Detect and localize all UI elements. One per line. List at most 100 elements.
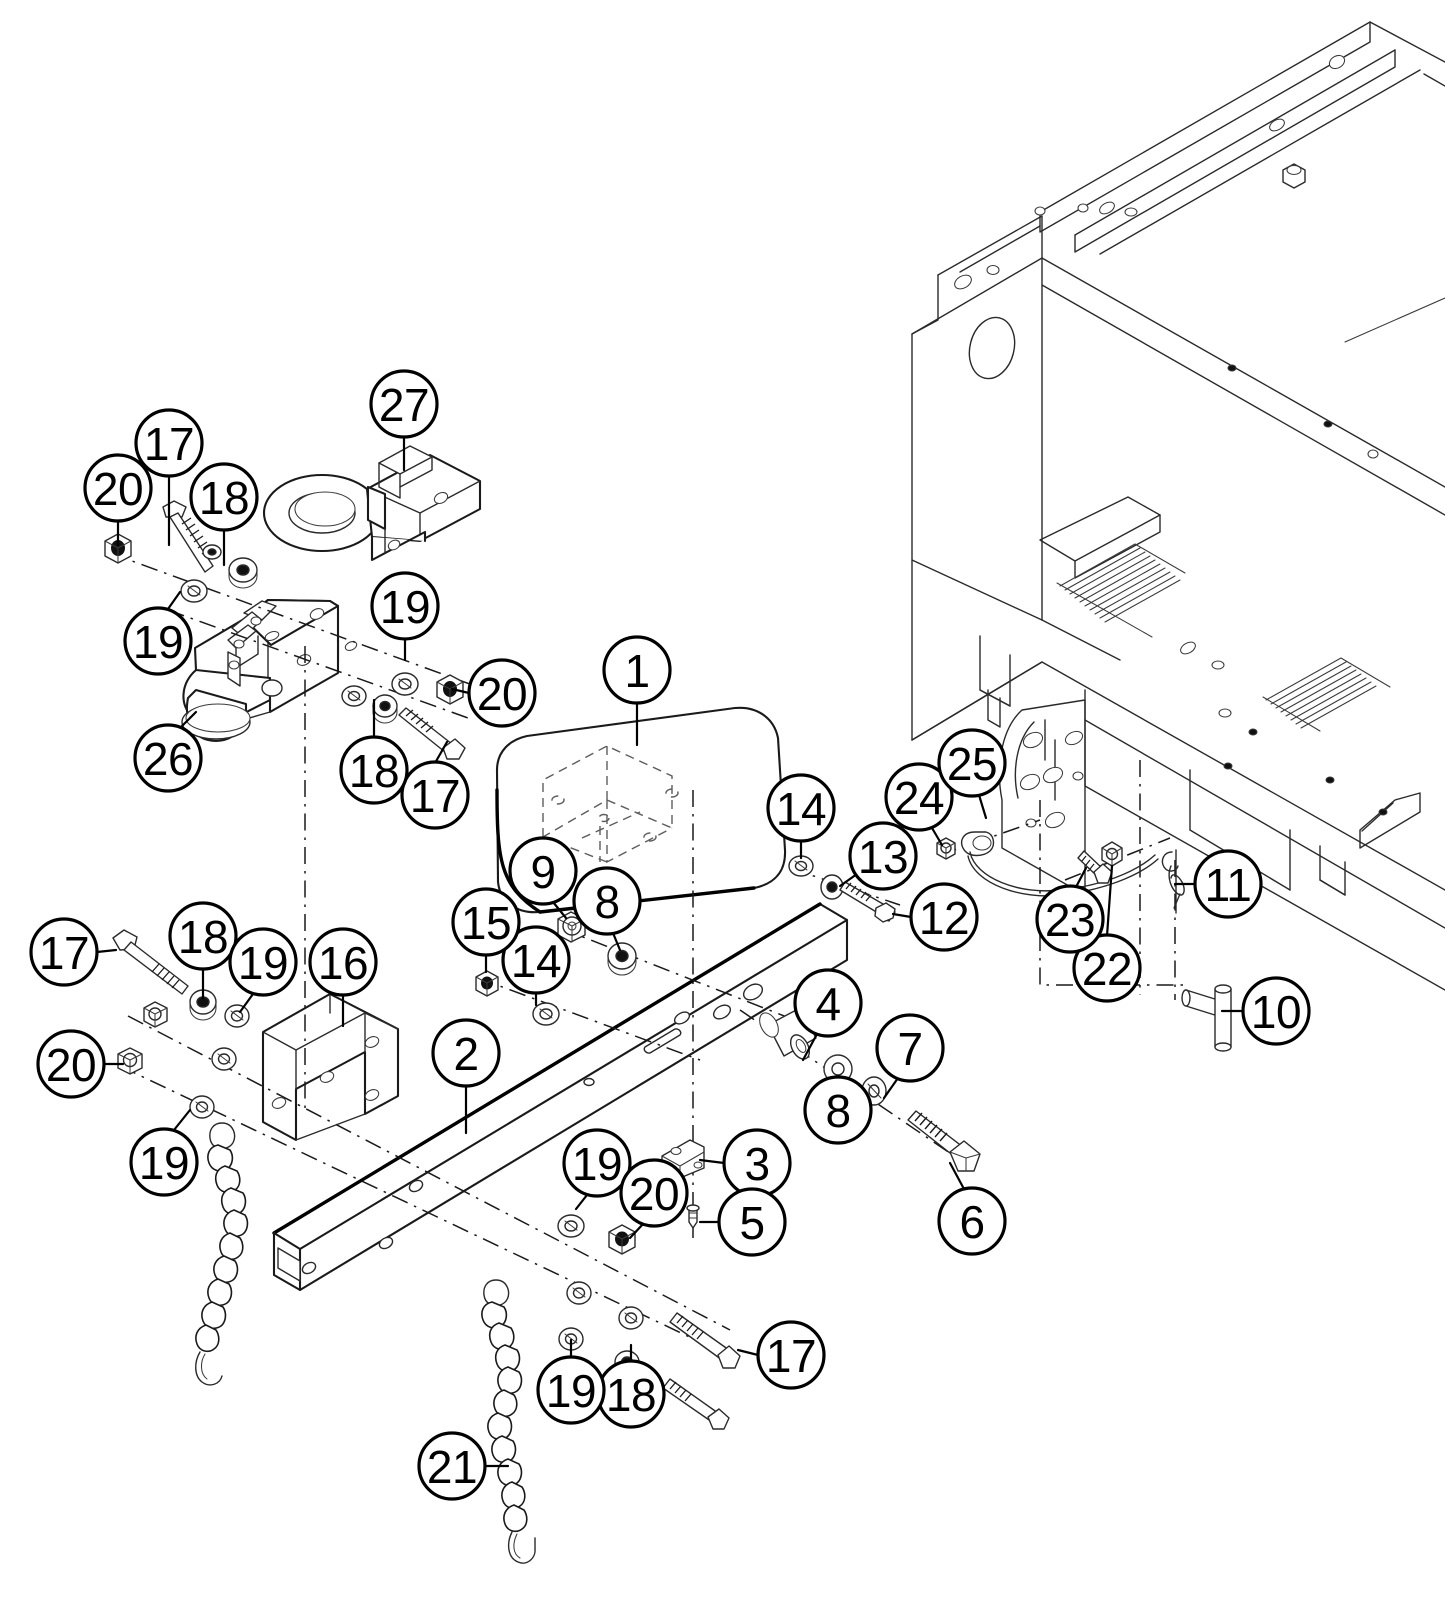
callout-circle[interactable] [1072, 933, 1142, 1003]
callout-u-bracket-16[interactable]: 16 [308, 927, 378, 1028]
callout-flat-washer-8[interactable]: 8 [803, 1075, 873, 1145]
callout-circle[interactable] [133, 723, 203, 793]
leader-line [611, 931, 622, 952]
callout-lock-washer-19-19[interactable]: 19 [228, 927, 298, 1014]
callout-lock-washer-19-19[interactable]: 19 [562, 1128, 632, 1211]
callout-hex-bolt-long-6[interactable]: 6 [937, 1161, 1007, 1256]
callout-hex-nut-20-20[interactable]: 20 [83, 453, 153, 547]
callout-circle[interactable] [369, 369, 439, 439]
callout-circle[interactable] [83, 453, 153, 523]
callout-number: 9 [530, 846, 555, 898]
callout-hex-bolt-17[interactable]: 17 [736, 1320, 826, 1390]
callout-number: 18 [178, 911, 228, 963]
callout-lock-washer-small-14[interactable]: 14 [501, 925, 571, 1007]
callout-circle[interactable] [123, 606, 193, 676]
callout-circle[interactable] [756, 1320, 826, 1390]
callout-safety-cable-25[interactable]: 25 [937, 728, 1007, 820]
callout-circle[interactable] [884, 762, 954, 832]
callout-number: 20 [93, 463, 143, 515]
callout-hitch-pin-10[interactable]: 10 [1220, 976, 1311, 1046]
callout-number: 14 [776, 783, 826, 835]
part-23-hex-bolt [1077, 850, 1113, 884]
lock-washer-19-e [211, 1047, 237, 1071]
callout-hex-bolt-23-23[interactable]: 23 [1035, 866, 1105, 954]
callout-hairpin-clip-11[interactable]: 11 [1173, 849, 1263, 919]
callout-flat-washer-18-18[interactable]: 18 [596, 1343, 666, 1429]
callout-hex-nut-20-20[interactable]: 20 [36, 1029, 125, 1099]
callout-circle[interactable] [536, 1355, 606, 1425]
callout-circle[interactable] [766, 773, 836, 843]
callout-lock-washer-7[interactable]: 7 [875, 1013, 945, 1100]
callout-circle[interactable] [562, 1128, 632, 1198]
callout-circle[interactable] [134, 408, 204, 478]
callout-circle[interactable] [937, 728, 1007, 798]
callout-circle[interactable] [400, 760, 470, 830]
callout-circle[interactable] [619, 1158, 689, 1228]
hex-bolt-18-d2 [662, 1378, 730, 1430]
callout-circle[interactable] [1193, 849, 1263, 919]
callout-hex-bolt-17[interactable]: 17 [134, 408, 204, 547]
callout-circle[interactable] [937, 1186, 1007, 1256]
grate-left [1056, 543, 1186, 638]
callout-circle[interactable] [1035, 884, 1105, 954]
callout-safety-chain-21[interactable]: 21 [417, 1431, 510, 1501]
callout-flat-washer-18-18[interactable]: 18 [339, 698, 409, 805]
callout-circle[interactable] [189, 462, 259, 532]
callout-ball-coupler-26[interactable]: 26 [133, 710, 203, 793]
callout-hex-nut-small-12[interactable]: 12 [891, 882, 979, 952]
callout-lock-washer-19-19[interactable]: 19 [536, 1338, 606, 1425]
callout-circle[interactable] [36, 1029, 106, 1099]
callout-circle[interactable] [602, 635, 672, 705]
callout-circle[interactable] [717, 1187, 787, 1257]
callout-carriage-bolt-13[interactable]: 13 [838, 821, 918, 891]
callout-number: 19 [133, 616, 183, 668]
callout-hex-bolt-17[interactable]: 17 [29, 917, 118, 987]
callout-flat-washer-18-18[interactable]: 18 [189, 462, 259, 567]
callout-hex-bolt-17[interactable]: 17 [400, 740, 470, 830]
callout-circle[interactable] [168, 901, 238, 971]
callout-number: 19 [238, 937, 288, 989]
callout-hex-nut-24-24[interactable]: 24 [884, 762, 954, 847]
callout-circle[interactable] [501, 925, 571, 995]
callout-self-tapping-screw-5[interactable]: 5 [698, 1187, 787, 1257]
callout-circle[interactable] [1241, 976, 1311, 1046]
callout-number: 7 [897, 1023, 922, 1075]
callout-hex-nut-20-20[interactable]: 20 [619, 1158, 689, 1240]
callout-deflector-shield-1[interactable]: 1 [602, 635, 672, 747]
callout-hex-nut-20-20[interactable]: 20 [450, 658, 537, 728]
callout-circle[interactable] [228, 927, 298, 997]
callout-circle[interactable] [129, 1127, 199, 1197]
callout-circle[interactable] [339, 735, 409, 805]
callout-circle[interactable] [572, 866, 642, 936]
callout-circle[interactable] [417, 1431, 487, 1501]
callout-circle[interactable] [431, 1018, 501, 1088]
callout-number: 21 [427, 1441, 477, 1493]
callout-number: 10 [1251, 986, 1301, 1038]
callout-circle[interactable] [508, 836, 578, 906]
callout-tongue-beam-2[interactable]: 2 [431, 1018, 501, 1135]
callout-spacer-sleeve-4[interactable]: 4 [793, 968, 863, 1062]
callout-circle[interactable] [467, 658, 537, 728]
callout-circle[interactable] [875, 1013, 945, 1083]
callout-circle[interactable] [308, 927, 378, 997]
callout-hex-nut-small-2-15[interactable]: 15 [451, 887, 521, 974]
flat-washer-8-b [823, 1054, 853, 1084]
callout-hex-nut-22-22[interactable]: 22 [1072, 864, 1142, 1003]
callout-lunette-ring-eye-27[interactable]: 27 [369, 369, 439, 472]
callout-lock-washer-19-19[interactable]: 19 [370, 571, 440, 662]
callout-circle[interactable] [370, 571, 440, 641]
callout-circle[interactable] [793, 968, 863, 1038]
leader-line [930, 826, 944, 847]
callout-circle[interactable] [451, 887, 521, 957]
callout-hex-lock-nut-9[interactable]: 9 [508, 836, 578, 920]
callout-flat-washer-8[interactable]: 8 [572, 866, 642, 952]
callout-number: 5 [739, 1197, 764, 1249]
callout-flat-washer-18-18[interactable]: 18 [168, 901, 238, 1000]
callout-circle[interactable] [803, 1075, 873, 1145]
callout-lock-washer-small-14[interactable]: 14 [766, 773, 836, 860]
callout-circle[interactable] [848, 821, 918, 891]
callout-circle[interactable] [909, 882, 979, 952]
callout-lock-washer-19-19[interactable]: 19 [123, 590, 193, 676]
callout-lock-washer-19-19[interactable]: 19 [129, 1108, 199, 1197]
callout-circle[interactable] [29, 917, 99, 987]
